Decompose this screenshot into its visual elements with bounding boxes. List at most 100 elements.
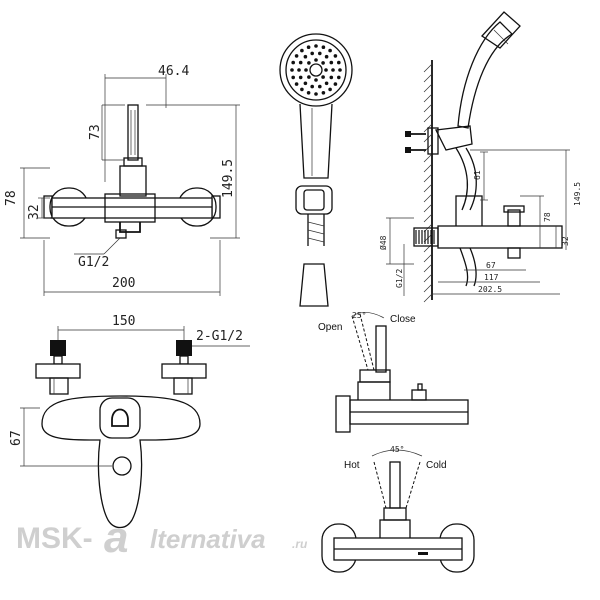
shower-nozzle	[314, 78, 318, 82]
dim-g12-front: G1/2	[78, 255, 109, 270]
hand-shower-view	[279, 33, 353, 307]
shower-nozzle	[333, 82, 338, 86]
dim-d48: Ø48	[378, 235, 388, 250]
dim-73: 73	[88, 124, 103, 140]
label-cold: Cold	[426, 460, 447, 471]
dim-25-deg: 25°	[352, 311, 366, 320]
shower-nozzle	[304, 68, 308, 72]
shower-nozzle	[318, 84, 322, 89]
wall-hatch-line	[423, 253, 433, 263]
watermark-right: lternativa	[150, 524, 266, 554]
shower-nozzle	[321, 91, 326, 95]
wall-hatch-line	[423, 263, 433, 273]
shower-nozzle	[321, 61, 325, 65]
shower-nozzle	[314, 92, 318, 96]
wall-hatch-line	[423, 273, 433, 283]
wall-hatch-line	[423, 243, 433, 253]
shower-nozzle	[314, 44, 318, 48]
dim-g12-side: G1/2	[395, 269, 404, 288]
wall-hatch-line	[423, 153, 433, 163]
shower-nozzle	[310, 84, 315, 89]
wall-hatch-line	[423, 103, 433, 113]
shower-nozzle	[294, 82, 299, 86]
dim-149-5: 149.5	[221, 159, 236, 198]
lever-front-view: Hot Cold 45°	[321, 445, 475, 573]
wall-hatch-line	[423, 113, 433, 123]
dim-149-5-side: 149.5	[573, 182, 582, 206]
wall-hatch-line	[423, 283, 433, 293]
dim-67-side: 67	[486, 261, 496, 270]
shower-nozzle	[321, 75, 325, 79]
label-hot: Hot	[344, 460, 360, 471]
watermark-left: MSK-	[16, 522, 93, 555]
shower-nozzle	[324, 81, 329, 86]
dim-32-side: 32	[561, 236, 570, 246]
shower-nozzle	[306, 45, 311, 49]
watermark-suffix: .ru	[292, 537, 308, 551]
lever-side-view: Open Close 25°	[318, 311, 469, 433]
wall-hatch-line	[423, 173, 433, 183]
dim-46-4: 46.4	[158, 64, 189, 79]
watermark: MSK- a lternativa .ru	[16, 513, 308, 562]
wall-hatch-line	[423, 83, 433, 93]
shower-nozzle	[328, 87, 332, 92]
shower-nozzle	[331, 68, 335, 72]
shower-nozzle	[321, 45, 326, 49]
shower-nozzle	[300, 48, 304, 53]
shower-nozzle	[318, 51, 322, 56]
dim-78: 78	[4, 190, 19, 206]
shower-nozzle	[291, 60, 296, 65]
shower-nozzle	[291, 75, 296, 80]
watermark-mark: a	[104, 513, 128, 562]
shower-nozzle	[329, 75, 334, 80]
wall-hatch-line	[423, 193, 433, 203]
shower-nozzle	[300, 87, 304, 92]
label-close: Close	[390, 314, 416, 325]
shower-nozzle	[324, 54, 329, 59]
shower-nozzle	[306, 91, 311, 95]
dim-32: 32	[27, 204, 42, 220]
shower-nozzle	[337, 75, 341, 80]
front-view: 46.4 73 149.5 78 32 G1/2 200	[4, 64, 240, 296]
dim-45-deg: 45°	[390, 445, 404, 454]
shower-nozzle	[303, 81, 308, 86]
shower-nozzles	[290, 44, 342, 96]
shower-nozzle	[333, 54, 338, 58]
shower-nozzle	[324, 68, 328, 72]
shower-nozzle	[298, 75, 303, 80]
shower-nozzle	[297, 68, 301, 72]
dim-200: 200	[112, 276, 135, 291]
dim-67-top: 67	[9, 430, 24, 446]
shower-nozzle	[328, 48, 332, 53]
shower-nozzle	[303, 54, 308, 59]
label-open: Open	[318, 322, 342, 333]
wall-hatch-line	[423, 183, 433, 193]
wall-hatch-line	[423, 293, 433, 303]
wall-hatch-line	[423, 73, 433, 83]
wall-hatching	[423, 63, 433, 303]
shower-nozzle	[338, 68, 342, 72]
dim-117: 117	[484, 273, 499, 282]
shower-nozzle	[314, 58, 318, 62]
dim-2g12: 2-G1/2	[196, 329, 243, 344]
wall-hatch-line	[423, 213, 433, 223]
shower-nozzle	[307, 61, 311, 65]
dim-61: 61	[473, 170, 482, 180]
dim-78-side: 78	[543, 212, 552, 222]
shower-nozzle	[307, 75, 311, 79]
dim-202-5: 202.5	[478, 285, 502, 294]
shower-nozzle	[310, 51, 315, 56]
top-view: 150 2-G1/2 67	[9, 314, 250, 529]
side-view: 61 149.5 78 32 Ø48 G1/2 67 117 202.5	[378, 11, 582, 303]
dim-150: 150	[112, 314, 135, 329]
thread-connector	[415, 230, 435, 244]
wall-hatch-line	[423, 163, 433, 173]
shower-nozzle	[298, 60, 303, 65]
wall-hatch-line	[423, 93, 433, 103]
shower-nozzle	[290, 68, 294, 72]
shower-nozzle	[337, 60, 341, 65]
shower-nozzle	[294, 54, 299, 58]
wall-hatch-line	[423, 203, 433, 213]
wall-hatch-line	[423, 63, 433, 73]
